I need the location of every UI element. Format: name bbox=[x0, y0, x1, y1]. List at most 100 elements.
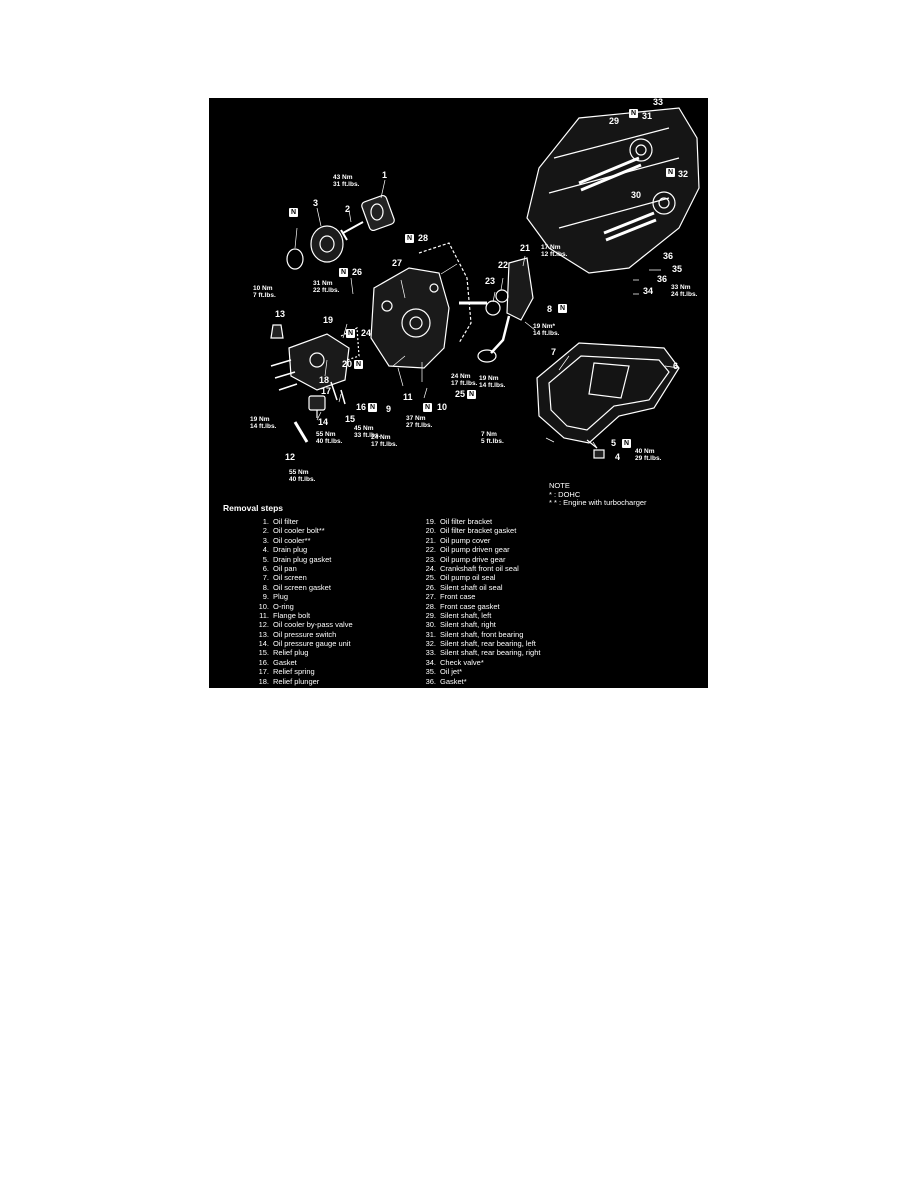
removal-steps-title: Removal steps bbox=[223, 503, 283, 513]
removal-step-text: Silent shaft, front bearing bbox=[440, 629, 524, 639]
removal-step-text: Oil filter bbox=[273, 517, 299, 526]
note-turbo: * * : Engine with turbocharger bbox=[549, 498, 647, 508]
removal-step-text: Oil jet* bbox=[440, 667, 463, 677]
relief-valve-parts-drawing bbox=[330, 381, 346, 405]
callout-12: 12 bbox=[285, 452, 296, 462]
callout-8: 8 bbox=[547, 304, 553, 314]
torque-spec-gauge-unit: 55 Nm 40 ft.lbs. bbox=[316, 431, 343, 445]
callout-27: 27 bbox=[392, 258, 403, 268]
removal-step-number: 29. bbox=[425, 610, 436, 620]
removal-step-number: 4. bbox=[262, 545, 269, 555]
removal-step: 34.Check valve* bbox=[422, 658, 540, 667]
oil-cooler-bolt-drawing bbox=[340, 221, 364, 241]
note-heading: NOTE bbox=[549, 481, 570, 490]
removal-step: 16.Gasket bbox=[255, 658, 353, 667]
removal-step-text: Oil pump oil seal bbox=[440, 573, 496, 583]
removal-step: 14. Oil pressure gauge unit bbox=[255, 639, 353, 648]
removal-step-text: Oil pump drive gear bbox=[440, 554, 506, 564]
torque-spec-bracket-bolt: 19 Nm 14 ft.lbs. bbox=[250, 416, 277, 430]
callout-1: 1 bbox=[382, 170, 388, 180]
removal-step-number: 19. bbox=[425, 517, 436, 526]
new-part-badge: N bbox=[666, 168, 675, 177]
removal-step-number: 25. bbox=[425, 573, 436, 583]
torque-spec-check-valve: 33 Nm 24 ft.lbs. bbox=[671, 284, 698, 298]
torque-spec-oil-screen: 19 Nm 14 ft.lbs. bbox=[479, 375, 506, 389]
new-part-badge: N bbox=[339, 268, 348, 277]
oil-screen-drawing bbox=[477, 315, 511, 363]
removal-step: 4. Drain plug bbox=[255, 545, 353, 554]
removal-step-text: O-ring bbox=[273, 601, 294, 611]
callout-14: 14 bbox=[318, 417, 329, 427]
torque-spec-bypass-valve: 55 Nm 40 ft.lbs. bbox=[289, 469, 316, 483]
callout-33: 33 bbox=[653, 98, 664, 107]
callout-22: 22 bbox=[498, 260, 509, 270]
torque-spec-drain-plug: 40 Nm 29 ft.lbs. bbox=[635, 448, 662, 462]
removal-step: 8.Oil screen gasket bbox=[255, 583, 353, 592]
callout-13: 13 bbox=[275, 309, 286, 319]
removal-step: 32.Silent shaft, rear bearing, left bbox=[422, 639, 540, 648]
removal-step: 30.Silent shaft, right bbox=[422, 620, 540, 629]
removal-step-text: Silent shaft, rear bearing, right bbox=[440, 648, 541, 658]
new-part-badge: N bbox=[558, 304, 567, 313]
drain-plug-drawing bbox=[586, 439, 605, 459]
removal-step: 12.Oil cooler by-pass valve bbox=[255, 620, 353, 629]
removal-step-text: Plug bbox=[273, 592, 289, 602]
removal-step-text: Oil pump driven gear bbox=[440, 545, 510, 555]
callout-36-bottom: 36 bbox=[657, 274, 668, 284]
removal-step-text: Relief plug bbox=[273, 648, 309, 658]
front-case-gasket-drawing bbox=[418, 242, 472, 344]
removal-step-text: Drain plug bbox=[273, 545, 308, 555]
torque-spec-oil-filter: 43 Nm 31 ft.lbs. bbox=[333, 174, 360, 188]
removal-step-text: Oil filter bracket bbox=[440, 517, 493, 526]
removal-step-number: 12. bbox=[258, 620, 269, 630]
callout-4: 4 bbox=[615, 452, 621, 462]
callout-25: 25 bbox=[455, 389, 466, 399]
removal-step: 11.Flange bolt bbox=[255, 611, 353, 620]
removal-step-text: Relief plunger bbox=[273, 676, 320, 686]
callout-36-top: 36 bbox=[663, 251, 674, 261]
removal-step-number: 18. bbox=[258, 676, 269, 686]
removal-step: 7.Oil screen bbox=[255, 573, 353, 582]
removal-step-text: Drain plug gasket bbox=[273, 554, 332, 564]
callout-28: 28 bbox=[418, 233, 429, 243]
removal-step-number: 11. bbox=[259, 610, 269, 620]
removal-step: 20.Oil filter bracket gasket bbox=[422, 526, 540, 535]
callout-16: 16 bbox=[356, 402, 367, 412]
callout-31: 31 bbox=[642, 111, 653, 121]
torque-spec-relief-plug: 45 Nm 33 ft.lbs. bbox=[354, 425, 381, 439]
note-block: NOTE * : DOHC * * : Engine with turbocha… bbox=[549, 481, 647, 508]
removal-step-text: Silent shaft, right bbox=[440, 620, 496, 630]
removal-step: 23.Oil pump drive gear bbox=[422, 555, 540, 564]
oil-pump-drawing bbox=[459, 257, 534, 321]
removal-step: 35. Oil jet* bbox=[422, 667, 540, 676]
removal-step-number: 34. bbox=[425, 657, 436, 667]
callout-30: 30 bbox=[631, 190, 642, 200]
removal-step-text: Relief spring bbox=[273, 667, 315, 677]
torque-spec-oil-pressure-switch: 10 Nm 7 ft.lbs. bbox=[253, 285, 276, 299]
callout-15: 15 bbox=[345, 414, 356, 424]
removal-step-text: Oil screen bbox=[273, 573, 307, 583]
removal-step: 25. Oil pump oil seal bbox=[422, 573, 540, 582]
removal-step-text: Silent shaft, left bbox=[440, 610, 492, 620]
oil-filter-drawing bbox=[361, 194, 395, 232]
callout-18: 18 bbox=[319, 375, 330, 385]
new-part-badge: N bbox=[629, 109, 638, 118]
removal-step-number: 2. bbox=[262, 526, 269, 536]
removal-step-number: 35. bbox=[425, 667, 436, 677]
removal-step: 19. Oil filter bracket bbox=[422, 517, 540, 526]
removal-step: 6.Oil pan bbox=[255, 564, 353, 573]
removal-step: 21.Oil pump cover bbox=[422, 536, 540, 545]
new-part-badge: N bbox=[354, 360, 363, 369]
removal-step: 1.Oil filter bbox=[255, 517, 353, 526]
removal-step-text: Oil pump cover bbox=[440, 535, 491, 545]
removal-step-text: Oil pressure gauge unit bbox=[273, 639, 351, 649]
callout-29: 29 bbox=[609, 116, 620, 126]
removal-step: 18. Relief plunger bbox=[255, 677, 353, 686]
removal-step-text: Oil pan bbox=[273, 563, 297, 573]
removal-step-number: 14. bbox=[258, 639, 269, 649]
removal-step-number: 17. bbox=[258, 667, 269, 677]
removal-step-number: 8. bbox=[262, 582, 269, 592]
exploded-engine-drawing bbox=[270, 107, 700, 459]
engine-block-drawing bbox=[526, 107, 700, 274]
removal-step-text: Oil pressure switch bbox=[273, 629, 337, 639]
